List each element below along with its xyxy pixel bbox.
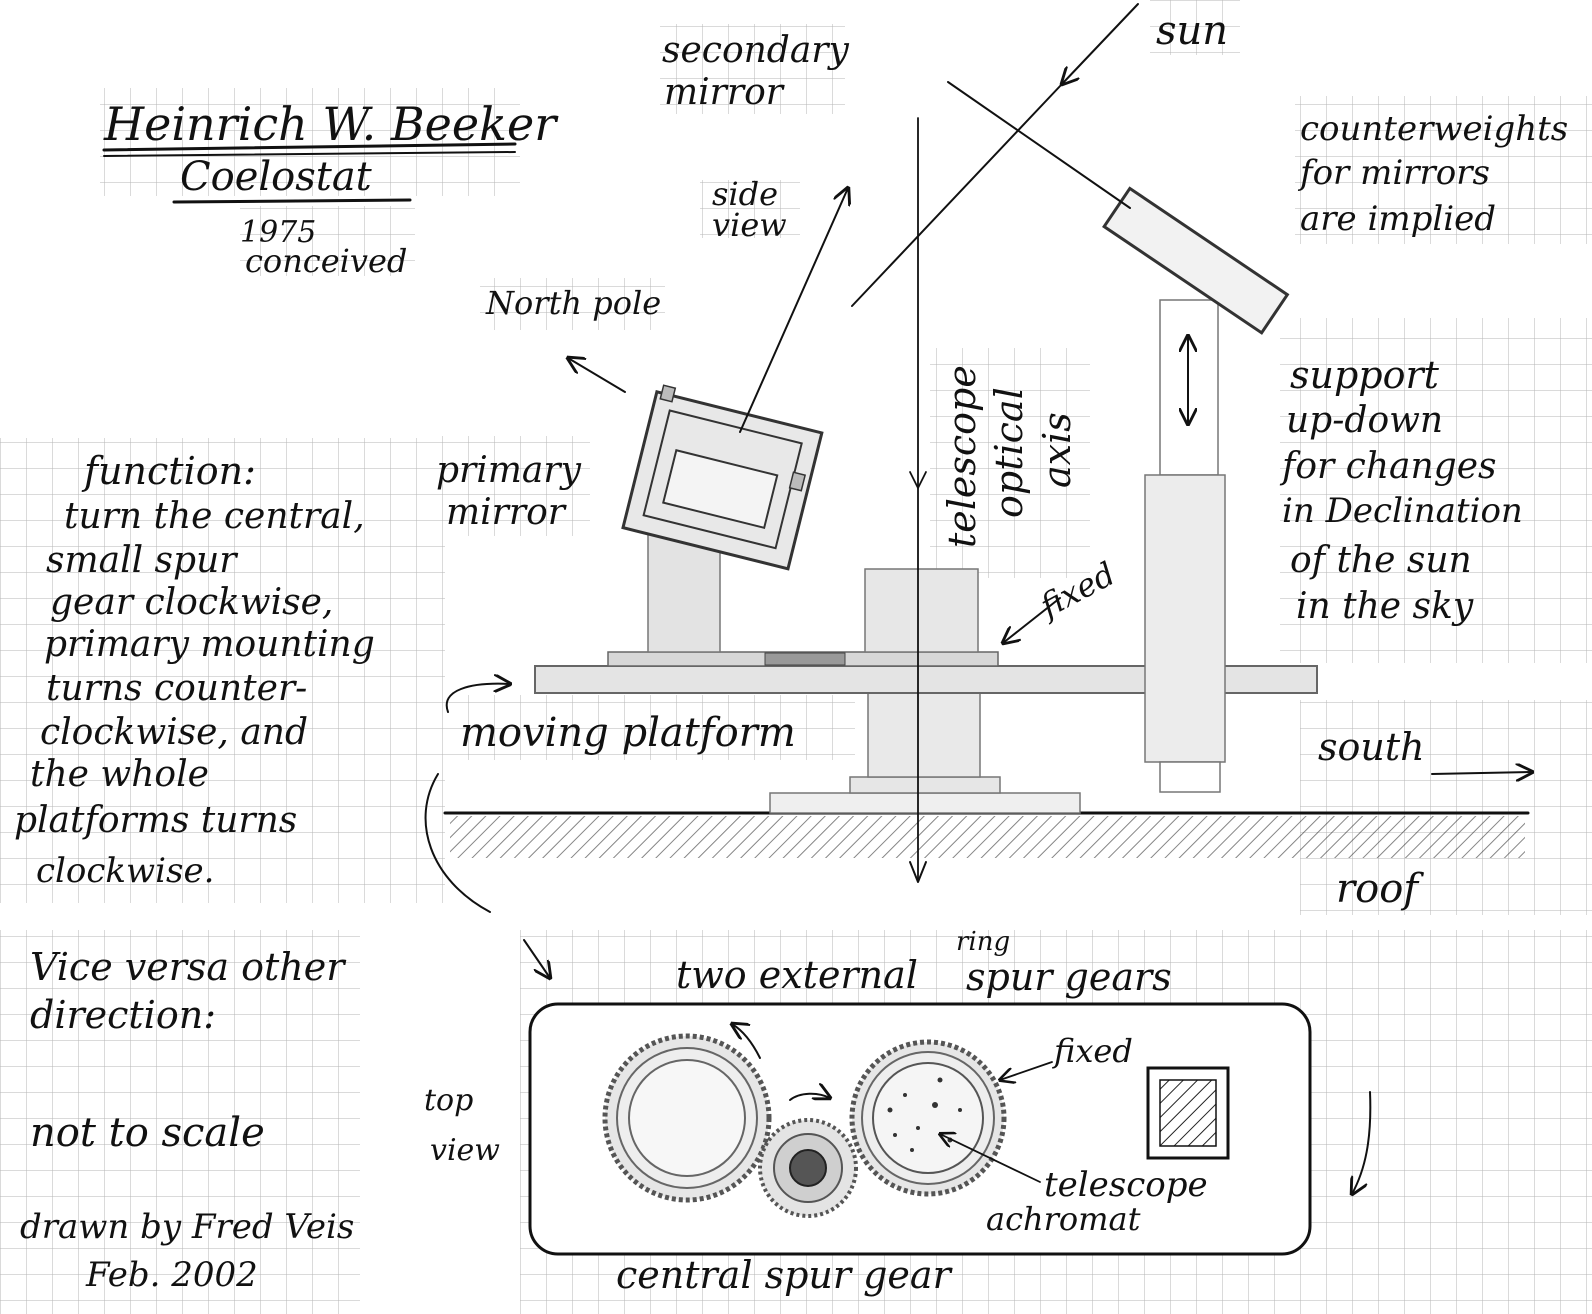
label-top-view-1: top (424, 1083, 473, 1118)
label-support-1: support (1290, 353, 1440, 397)
label-moving-platform: moving platform (460, 710, 796, 756)
left-ring-gear (602, 1033, 772, 1203)
label-south: south (1318, 725, 1425, 769)
note-vice-1: Vice versa other (30, 945, 347, 989)
fixed-arrow (1003, 597, 1061, 643)
label-sun: sun (1156, 8, 1228, 54)
label-counterweights-3: are implied (1300, 199, 1496, 239)
note-function-2: turn the central, (64, 496, 365, 537)
label-telescope-axis-2: optical (987, 387, 1031, 518)
central-gear-sketch (764, 652, 846, 666)
note-drawn-by: drawn by Fred Veis (20, 1207, 354, 1247)
left-gear-arrow (732, 1024, 761, 1059)
right-curve-arrow (1352, 1091, 1372, 1194)
label-support-2: up-down (1286, 400, 1443, 441)
label-support-3: for changes (1279, 446, 1496, 487)
label-secondary-2: mirror (664, 72, 785, 113)
title-name: Coelostat (180, 154, 373, 200)
label-north-pole: North pole (485, 284, 661, 322)
label-secondary-1: secondary (662, 30, 850, 71)
base-plate (769, 792, 1081, 814)
gear-rotation-arrow (789, 1094, 830, 1101)
note-function-7: clockwise, and (40, 712, 308, 753)
north-pole-arrow (568, 358, 626, 393)
name-underline (172, 198, 412, 204)
label-side-view-1: side (712, 175, 778, 213)
central-post-upper (864, 568, 979, 653)
label-ring: ring (956, 927, 1010, 957)
note-function-6: turns counter- (46, 668, 307, 709)
title-year: 1975 (240, 215, 316, 250)
central-spur-gear (758, 1118, 858, 1218)
secondary-mirror (1102, 186, 1290, 335)
right-ring-gear (849, 1039, 1007, 1197)
note-function-9: platforms turns (14, 800, 297, 841)
handwritten-labels: Heinrich W. Beeker Coelostat 1975 concei… (14, 8, 1568, 1297)
label-side-view-2: view (712, 206, 787, 244)
note-date: Feb. 2002 (85, 1255, 258, 1295)
note-function-8: the whole (30, 754, 209, 795)
top-view-fixed-arrow (1000, 1061, 1053, 1080)
bracket-curve (424, 773, 491, 913)
label-telescope-axis-1: telescope (940, 365, 984, 548)
south-arrow (1431, 772, 1532, 774)
title-author: Heinrich W. Beeker (103, 97, 559, 151)
label-telescope-achromat-2: achromat (986, 1200, 1141, 1238)
note-function-5: primary mounting (44, 624, 375, 665)
label-primary-2: mirror (446, 492, 567, 533)
axis-arrow-bottom (909, 861, 927, 883)
central-post-lower (867, 689, 981, 778)
title-underline-2 (103, 151, 516, 157)
label-support-4: in Declination (1282, 491, 1523, 531)
note-function-1: function: (81, 449, 256, 493)
note-vice-2: direction: (30, 993, 216, 1037)
note-function-4: gear clockwise, (50, 582, 333, 623)
label-counterweights-1: counterweights (1300, 109, 1568, 149)
note-not-to-scale: not to scale (30, 1110, 265, 1156)
label-telescope-axis-3: axis (1035, 412, 1079, 488)
label-telescope-achromat-1: telescope (1044, 1165, 1208, 1205)
axis-arrow-top (909, 471, 927, 489)
side-view-drawing (424, 3, 1532, 913)
note-function-10: clockwise. (36, 851, 214, 891)
top-view-drawing (523, 939, 1372, 1256)
diag-arrow (523, 939, 550, 978)
primary-mirror (621, 384, 824, 571)
secondary-mirror-axis (947, 81, 1131, 209)
label-top-view-2: view (430, 1133, 500, 1168)
label-roof: roof (1336, 866, 1424, 912)
label-counterweights-2: for mirrors (1297, 153, 1490, 193)
label-support-6: in the sky (1296, 586, 1474, 627)
reflected-ray (739, 188, 848, 433)
label-spur-gears: spur gears (966, 955, 1172, 999)
sun-ray-cont (851, 83, 1063, 307)
label-central-spur-gear: central spur gear (616, 1253, 954, 1297)
secondary-support-lower (1144, 474, 1226, 763)
note-function-3: small spur (46, 540, 238, 581)
title-note: conceived (245, 242, 407, 280)
title-underline (102, 142, 517, 152)
sun-ray (1062, 3, 1139, 84)
label-support-5: of the sun (1290, 540, 1472, 581)
label-fixed-top: fixed (1052, 1032, 1133, 1070)
label-two-external: two external (676, 953, 918, 997)
platform-rotation-arrow (445, 684, 510, 713)
secondary-support-foot (1159, 761, 1221, 793)
telescope-pointer (940, 1134, 1041, 1183)
roof-hatching (450, 816, 1525, 858)
base-step (849, 776, 1001, 794)
label-primary-1: primary (436, 450, 582, 491)
secondary-support-top-hatch (1159, 1079, 1217, 1147)
